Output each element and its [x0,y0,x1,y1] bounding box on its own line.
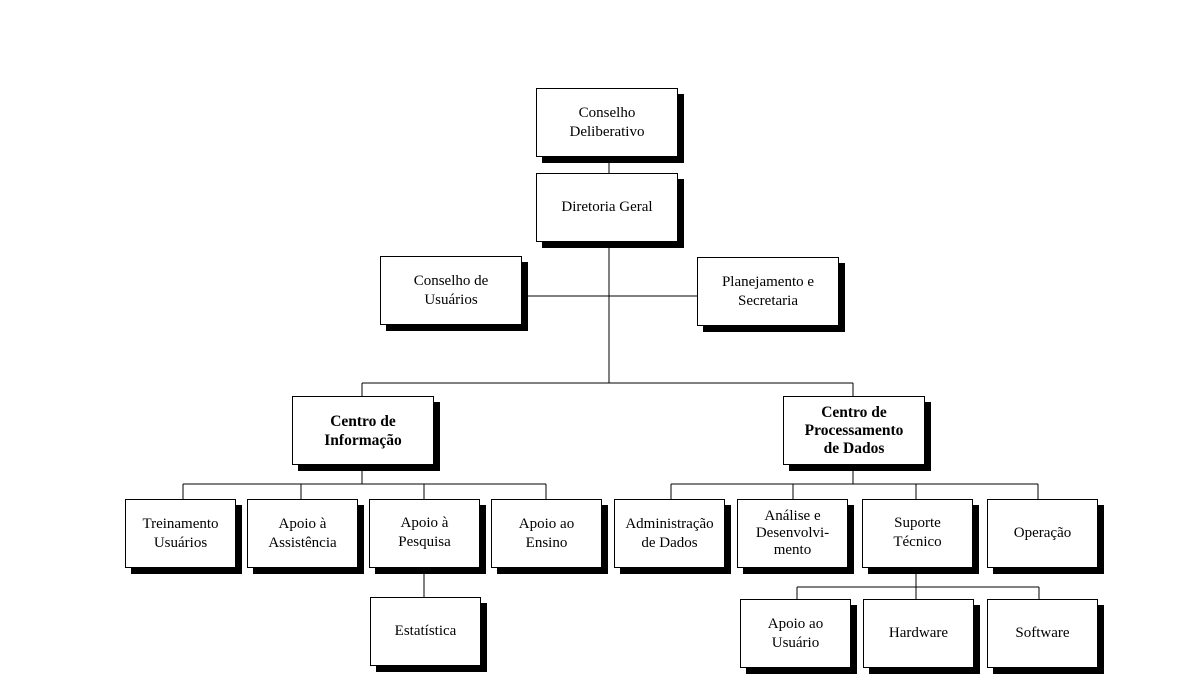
node-label: Suporte Técnico [893,515,942,550]
node-label: Conselho Deliberativo [569,104,645,140]
node-label: Estatística [394,623,457,639]
node-label: Centro de Processamento de Dados [804,403,904,457]
node-suporte-tecnico: Suporte Técnico [862,499,973,568]
node-label: Apoio ao Ensino [518,515,575,551]
node-hardware: Hardware [863,599,974,668]
node-label: Apoio ao Usuário [767,615,824,651]
node-apoio-ensino: Apoio ao Ensino [491,499,602,568]
node-conselho-deliberativo: Conselho Deliberativo [536,88,678,157]
node-operacao: Operação [987,499,1098,568]
node-label: Operação [1013,525,1072,541]
node-software: Software [987,599,1098,668]
node-label: Planejamento e Secretaria [721,273,815,309]
node-diretoria-geral: Diretoria Geral [536,173,678,242]
node-label: Apoio à Pesquisa [398,515,451,550]
node-analise-desenvolvimento: Análise e Desenvolvi- mento [737,499,848,568]
node-estatistica: Estatística [370,597,481,666]
node-label: Diretoria Geral [561,199,653,215]
node-apoio-usuario: Apoio ao Usuário [740,599,851,668]
node-label: Apoio à Assistência [268,515,337,551]
node-label: Administração de Dados [625,515,714,551]
node-apoio-assistencia: Apoio à Assistência [247,499,358,568]
node-label: Análise e Desenvolvi- mento [755,508,830,558]
node-centro-processamento-dados: Centro de Processamento de Dados [783,396,925,465]
node-planejamento-secretaria: Planejamento e Secretaria [697,257,839,326]
node-conselho-usuarios: Conselho de Usuários [380,256,522,325]
node-label: Treinamento Usuários [142,515,219,551]
node-label: Software [1015,625,1070,641]
node-treinamento-usuarios: Treinamento Usuários [125,499,236,568]
node-label: Centro de Informação [324,412,402,449]
node-label: Hardware [888,625,949,641]
node-apoio-pesquisa: Apoio à Pesquisa [369,499,480,568]
node-administracao-dados: Administração de Dados [614,499,725,568]
node-centro-informacao: Centro de Informação [292,396,434,465]
node-label: Conselho de Usuários [413,272,489,308]
